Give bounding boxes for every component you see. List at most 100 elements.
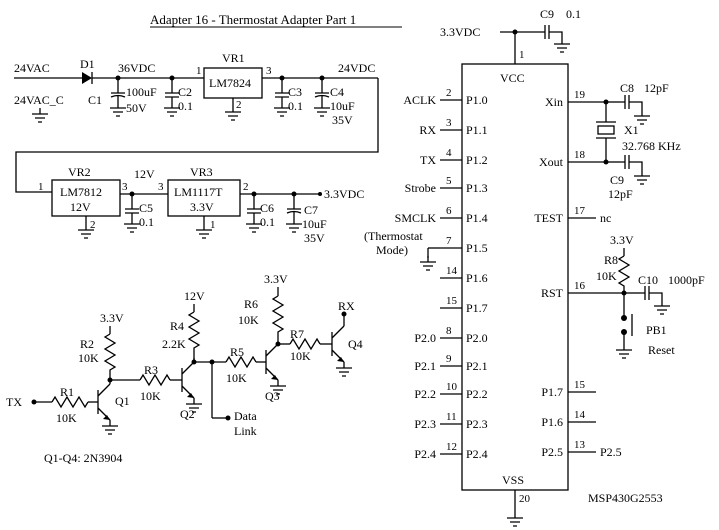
pin-number: 17 <box>574 205 586 217</box>
pin-number: 5 <box>446 175 452 187</box>
pb1-name: PB1 <box>646 323 667 337</box>
vr2-pin-in: 1 <box>38 181 44 193</box>
c6-value: 0.1 <box>260 215 275 229</box>
c8-value: 12pF <box>644 81 669 95</box>
pin-name: Xout <box>539 155 564 169</box>
pin-number: 3 <box>446 117 452 129</box>
mcu-body <box>461 63 569 491</box>
transistor-q4: Q4 <box>331 325 363 363</box>
c3-name: C3 <box>288 85 302 99</box>
r3-value: 10K <box>140 389 161 403</box>
pin-name: P1.7 <box>541 385 563 399</box>
mcu-vcc-label: VCC <box>500 71 525 85</box>
r5-name: R5 <box>230 345 244 359</box>
regulator-vr3 <box>167 179 241 217</box>
mcu-vss-label: VSS <box>502 473 524 487</box>
pin-name: TEST <box>534 211 563 225</box>
pin-name: P1.3 <box>466 181 488 195</box>
r7-value: 10K <box>290 349 311 363</box>
transistor-q2: Q2 <box>180 361 195 421</box>
resistor-r5 <box>225 355 257 369</box>
pin-name: P1.6 <box>466 271 488 285</box>
pin-name: P1.1 <box>466 123 488 137</box>
c5-name: C5 <box>139 201 153 215</box>
c9-name: C9 <box>610 173 624 187</box>
q4-label: Q4 <box>348 337 363 351</box>
mcu-vss-pin: 20 <box>519 493 531 505</box>
capacitor-c6 <box>246 203 262 219</box>
x1-value: 32.768 KHz <box>622 139 681 153</box>
pin-signal-label: SMCLK <box>395 211 437 225</box>
vr2-pin-out: 3 <box>122 181 128 193</box>
c7-name: C7 <box>304 203 318 217</box>
c5-value: 0.1 <box>139 215 154 229</box>
pin-number: 13 <box>574 439 586 451</box>
pin-signal-label: TX <box>420 153 436 167</box>
q2-label: Q2 <box>180 407 195 421</box>
resistor-r2 <box>103 333 117 380</box>
vr3-pin-gnd: 1 <box>210 219 216 231</box>
r7-name: R7 <box>290 327 304 341</box>
pin-signal-label: Strobe <box>405 181 436 195</box>
resistor-r6 <box>271 295 285 346</box>
capacitor-c1 <box>110 87 126 103</box>
net-36vdc-label: 36VDC <box>118 61 155 75</box>
vr3-rating: 3.3V <box>190 200 214 214</box>
pin-name: P2.4 <box>466 447 488 461</box>
c4-name: C4 <box>330 85 344 99</box>
c4-value: 10uF <box>330 99 355 113</box>
mcu-part-label: MSP430G2553 <box>588 491 663 505</box>
r2-value: 10K <box>78 351 99 365</box>
capacitor-c4 <box>314 87 330 103</box>
data-link-label-2: Link <box>234 424 257 438</box>
tx-input-label: TX <box>6 395 22 409</box>
pin-name: P1.2 <box>466 153 488 167</box>
pin-signal-label: P2.3 <box>414 417 436 431</box>
d1-label: D1 <box>80 57 95 71</box>
pin-number: 18 <box>574 149 586 161</box>
net-24vdc-label: 24VDC <box>338 61 375 75</box>
q1-label: Q1 <box>115 394 130 408</box>
pin-name: P2.2 <box>466 387 488 401</box>
capacitor-c3 <box>274 87 290 103</box>
r1-name: R1 <box>60 385 74 399</box>
r5-value: 10K <box>226 371 247 385</box>
resistor-r3 <box>139 373 171 387</box>
pin-number: 15 <box>574 379 586 391</box>
x1-name: X1 <box>624 123 639 137</box>
r2-name: R2 <box>80 337 94 351</box>
pin-number: 14 <box>446 265 458 277</box>
vr2-rating: 12V <box>70 200 91 214</box>
vr1-pin-in: 1 <box>196 65 202 77</box>
pin-number: 15 <box>446 295 458 307</box>
vr2-part: LM7812 <box>60 185 102 199</box>
capacitor-c9-decoupling <box>539 24 555 40</box>
pin-signal-label: RX <box>419 123 436 137</box>
mcu-section: VCC VSS MSP430G2553 3.3VDC 1 C9 0.1 20 2… <box>364 7 705 527</box>
transistor-q3: Q3 <box>265 343 280 403</box>
level-shifter-section: TX R1 10K Q1 3.3V R2 10K R3 10K <box>6 272 363 465</box>
pin-name: RST <box>541 286 564 300</box>
q2-vcc-label: 12V <box>184 289 205 303</box>
c2-value: 0.1 <box>178 99 193 113</box>
vr3-name: VR3 <box>190 165 213 179</box>
c1-voltage: 50V <box>126 101 147 115</box>
pin-number: 9 <box>446 353 452 365</box>
pin-number: 10 <box>446 381 458 393</box>
pin-name: P1.0 <box>466 93 488 107</box>
pin-name: Xin <box>545 95 563 109</box>
rst-vcc-label: 3.3V <box>610 233 634 247</box>
pin-signal-label: P2.2 <box>414 387 436 401</box>
pin-signal-label: nc <box>600 211 611 225</box>
resistor-r8 <box>617 255 631 292</box>
power-supply-section: 24VAC D1 36VDC 24VAC_C C1 100uF 50V C2 0… <box>14 51 379 245</box>
